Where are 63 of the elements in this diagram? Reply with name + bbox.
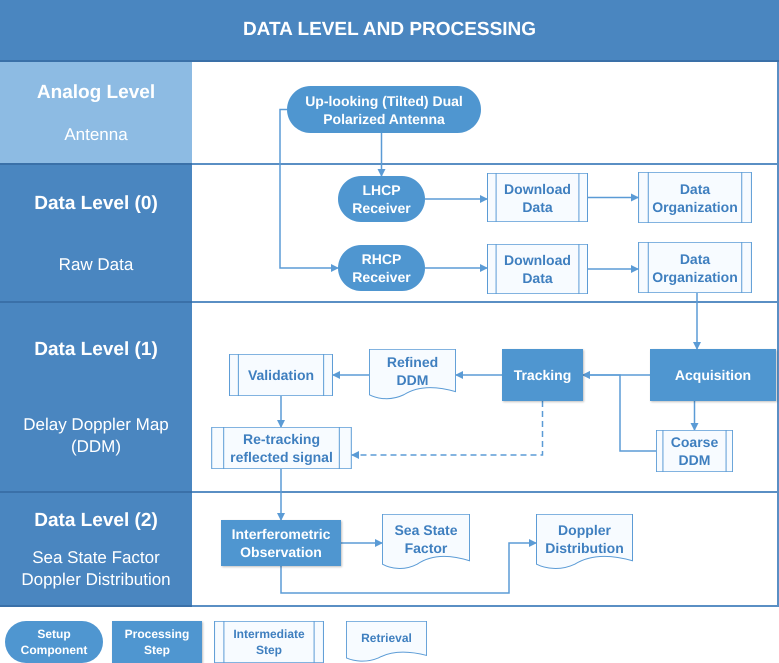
lane-header bbox=[0, 62, 192, 165]
arrow bbox=[341, 539, 383, 547]
arrow bbox=[582, 371, 656, 452]
subprocess-box bbox=[211, 427, 352, 469]
subprocess-box bbox=[638, 172, 752, 223]
node-label: RHCP Receiver bbox=[351, 250, 412, 286]
lane-title: Analog Level bbox=[36, 80, 156, 105]
arrow bbox=[588, 194, 639, 202]
diagram-title: DATA LEVEL AND PROCESSING bbox=[242, 18, 536, 42]
node-label: Interferometric Observation bbox=[230, 525, 332, 561]
arrow bbox=[425, 195, 488, 203]
lane-title: Data Level (2) bbox=[34, 508, 158, 533]
node-label: Doppler Distribution bbox=[544, 520, 625, 556]
node-label: Data Organization bbox=[651, 250, 739, 286]
lane-title: Data Level (1) bbox=[34, 338, 158, 362]
legend-label: Setup Component bbox=[20, 626, 88, 658]
node-label: Up-looking (Tilted) Dual Polarized Antenna bbox=[304, 92, 464, 128]
terminator-shape bbox=[338, 176, 425, 222]
legend-label: Retrieval bbox=[360, 630, 413, 646]
subprocess-box bbox=[487, 173, 588, 222]
legend-label: Intermediate Step bbox=[232, 626, 306, 658]
lane-subtitle: Sea State Factor Doppler Distribution bbox=[20, 547, 172, 592]
arrow bbox=[332, 371, 369, 379]
node-label: Re-tracking reflected signal bbox=[229, 430, 334, 466]
node-label: LHCP Receiver bbox=[351, 181, 412, 217]
node-label: Sea State Factor bbox=[393, 520, 459, 556]
legend-label: Processing Step bbox=[124, 626, 190, 658]
lane-title: Data Level (0) bbox=[34, 192, 158, 216]
process-box bbox=[650, 349, 776, 401]
document-shape bbox=[369, 349, 456, 401]
node-label: Validation bbox=[246, 366, 316, 384]
process-box bbox=[502, 349, 583, 401]
dashed-arrow bbox=[351, 401, 544, 459]
arrow bbox=[588, 265, 639, 273]
subprocess-box bbox=[487, 244, 588, 294]
node-label: Refined DDM bbox=[386, 353, 440, 389]
node-label: Tracking bbox=[512, 366, 572, 384]
arrow bbox=[455, 371, 502, 379]
arrow bbox=[279, 108, 339, 272]
node-label: Acquisition bbox=[674, 366, 752, 384]
arrow bbox=[277, 469, 285, 521]
lane-subtitle: Antenna bbox=[64, 124, 128, 146]
node-label: Download Data bbox=[503, 251, 572, 287]
arrow bbox=[378, 133, 386, 177]
subprocess-box bbox=[229, 354, 333, 396]
arrow bbox=[277, 396, 285, 428]
arrow bbox=[425, 264, 488, 272]
lane-header bbox=[0, 165, 192, 303]
lane-header bbox=[0, 493, 192, 607]
node-label: Download Data bbox=[503, 180, 572, 216]
subprocess-box bbox=[638, 242, 752, 293]
arrow bbox=[690, 401, 698, 431]
terminator-shape bbox=[287, 86, 481, 133]
node-label: Data Organization bbox=[651, 180, 739, 216]
terminator-shape bbox=[338, 245, 425, 291]
arrow bbox=[693, 293, 701, 350]
process-box bbox=[221, 520, 341, 566]
arrow bbox=[280, 539, 537, 594]
lane-header bbox=[0, 303, 192, 493]
node-label: Coarse DDM bbox=[670, 433, 720, 469]
subprocess-box bbox=[656, 430, 733, 472]
lane-subtitle: Delay Doppler Map (DDM) bbox=[22, 414, 170, 458]
lane-subtitle: Raw Data bbox=[58, 254, 134, 276]
